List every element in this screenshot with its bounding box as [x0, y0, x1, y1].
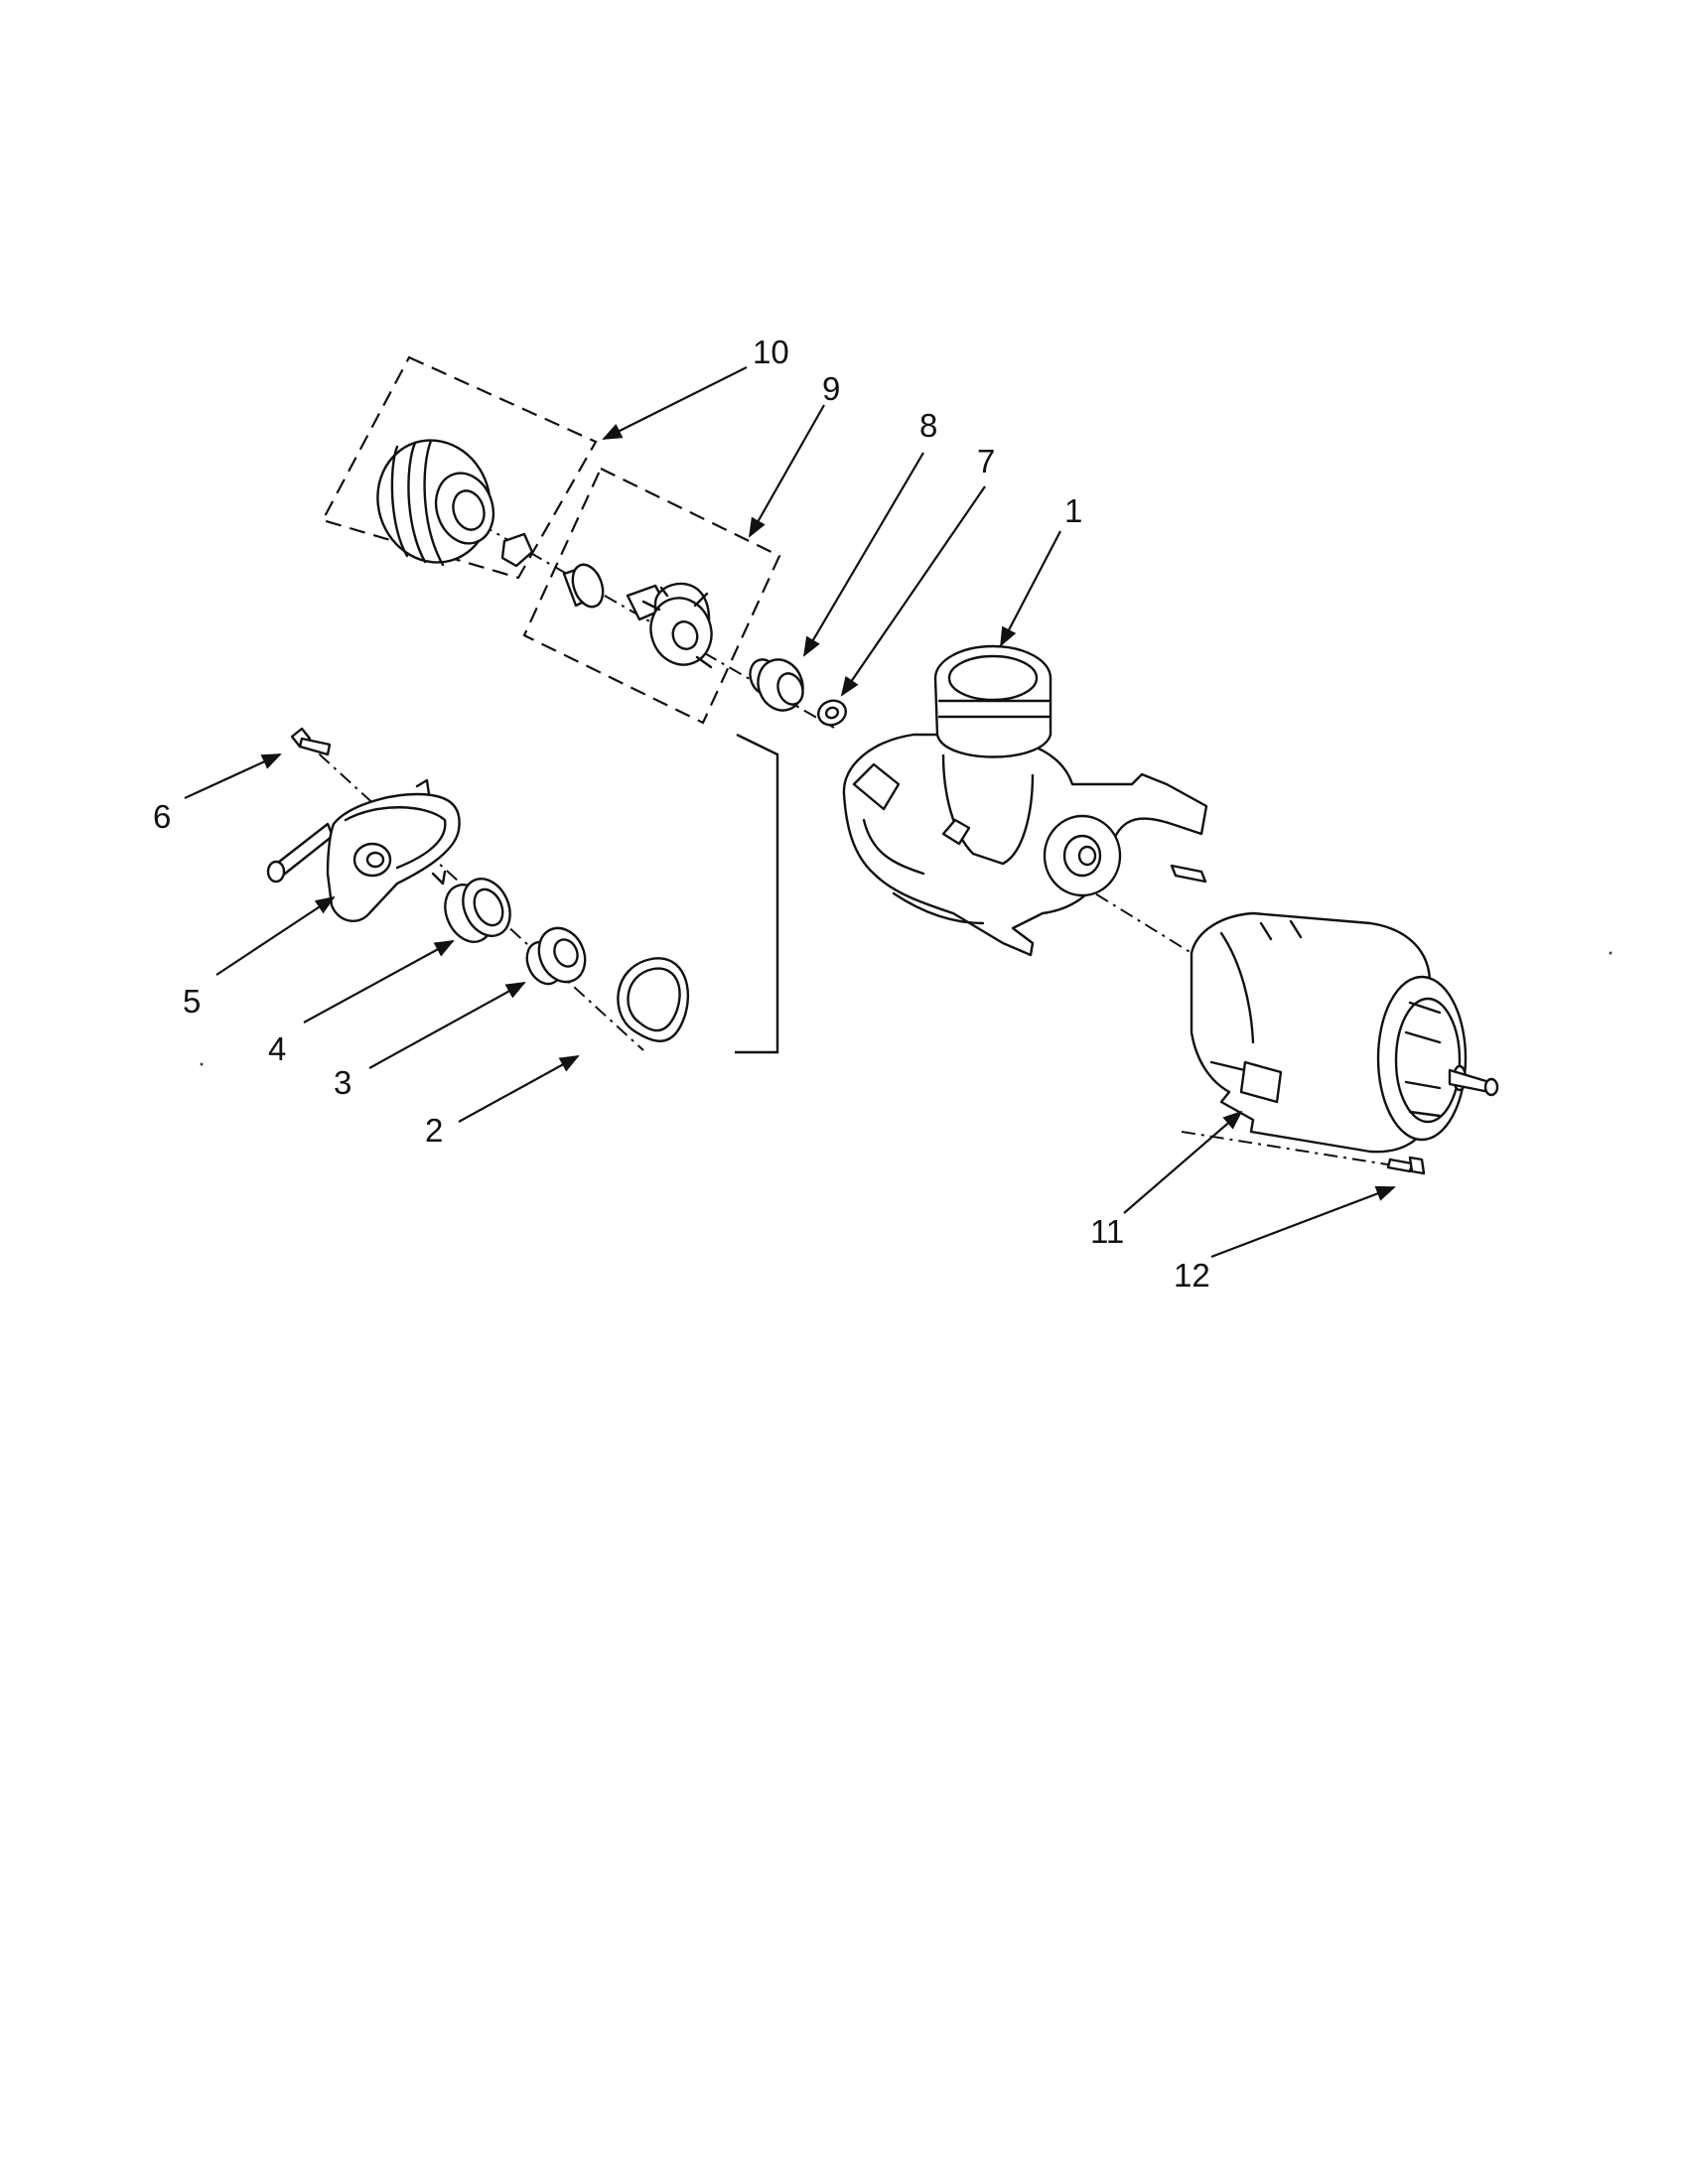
part-4-bushing [444, 878, 511, 943]
group-box-10 [321, 355, 598, 580]
leader-lines [184, 366, 1396, 1259]
leader-6 [184, 753, 282, 799]
leader-2 [458, 1055, 580, 1123]
callout-2: 2 [425, 1112, 443, 1149]
leader-1 [1000, 530, 1061, 647]
leader-12 [1210, 1185, 1396, 1259]
part-2-gasket [617, 957, 690, 1042]
callout-7: 7 [977, 443, 995, 479]
callout-9: 9 [822, 370, 840, 407]
callout-3: 3 [334, 1064, 351, 1101]
callout-4: 4 [268, 1030, 286, 1067]
group-box-9 [522, 467, 781, 725]
group-bracket-lines [735, 733, 779, 1054]
leader-4 [303, 940, 455, 1024]
leader-3 [368, 982, 526, 1069]
callout-8: 8 [919, 407, 937, 444]
part-10-cup-assembly [376, 439, 534, 568]
part-7-washer [817, 699, 847, 727]
part-1-pump-housing [842, 644, 1208, 957]
leader-7 [840, 485, 986, 697]
callout-11: 11 [1090, 1213, 1124, 1250]
callout-5: 5 [183, 983, 201, 1020]
part-5-pump-cover [266, 778, 461, 923]
leader-5 [215, 895, 336, 976]
scan-speck [200, 1062, 204, 1066]
leader-10 [602, 366, 748, 440]
leader-9 [749, 404, 825, 538]
leader-11 [1123, 1110, 1243, 1214]
part-3-seal [525, 926, 587, 986]
callout-6: 6 [153, 798, 171, 835]
part-8-seal [749, 658, 804, 712]
callout-labels: 10 9 8 7 1 6 5 4 3 2 11 12 [153, 334, 1210, 1294]
callout-12: 12 [1174, 1257, 1210, 1294]
leader-8 [802, 452, 924, 657]
callout-10: 10 [753, 334, 789, 370]
part-12-screw [1386, 1156, 1426, 1175]
part-9-impeller [562, 563, 713, 669]
callout-1: 1 [1064, 492, 1082, 529]
scan-speck [1609, 951, 1613, 955]
part-6-screw [290, 727, 332, 756]
part-11-motor [1170, 864, 1499, 1154]
